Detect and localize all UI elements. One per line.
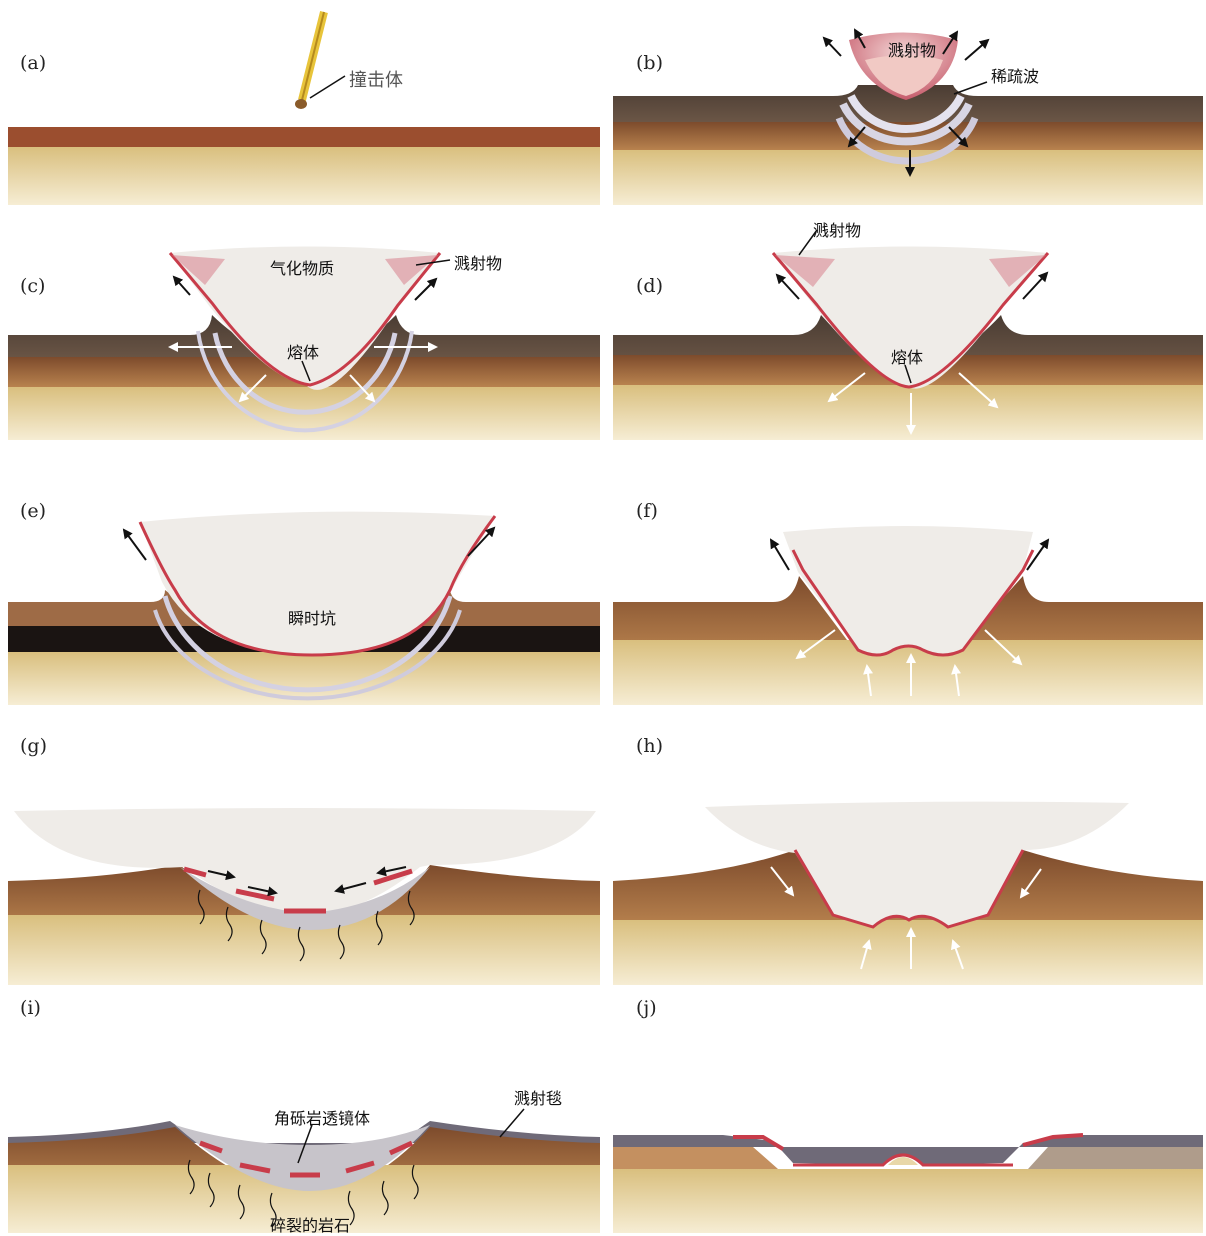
panel-c-diagram bbox=[0, 215, 603, 440]
panel-e-diagram bbox=[0, 450, 603, 705]
ejecta-note-d: 溅射物 bbox=[813, 217, 861, 241]
panel-c: (c) 气化物质 溅射物 熔体 bbox=[0, 215, 603, 440]
melt-note-c: 熔体 bbox=[287, 339, 319, 363]
panel-d-diagram bbox=[603, 215, 1206, 440]
panel-j: (j) bbox=[603, 985, 1206, 1233]
transient-crater-note: 瞬时坑 bbox=[288, 605, 336, 629]
melt-note-d: 熔体 bbox=[891, 344, 923, 368]
vapor-note: 气化物质 bbox=[270, 255, 334, 279]
panel-j-diagram bbox=[603, 985, 1206, 1233]
impactor-note: 撞击体 bbox=[349, 66, 403, 92]
panel-f-diagram bbox=[603, 450, 1206, 705]
fractured-rock-note: 碎裂的岩石 bbox=[270, 1212, 350, 1236]
panel-a-diagram bbox=[0, 0, 603, 205]
panel-g: (g) bbox=[0, 715, 603, 985]
impactor-leader-line bbox=[310, 76, 345, 98]
ejecta-note-b: 溅射物 bbox=[888, 37, 936, 61]
panel-b-diagram bbox=[603, 0, 1206, 205]
panel-a: (a) 撞击体 bbox=[0, 0, 603, 205]
panel-h-diagram bbox=[603, 715, 1206, 985]
panel-d: (d) 溅射物 熔体 bbox=[603, 215, 1206, 440]
panel-i: (i) 角砾岩透镜体 溅射毯 碎裂的岩石 bbox=[0, 985, 603, 1233]
rarefaction-leader-line bbox=[954, 82, 987, 94]
panel-f: (f) bbox=[603, 450, 1206, 705]
ejecta-note-c: 溅射物 bbox=[454, 250, 502, 274]
panel-g-diagram bbox=[0, 715, 603, 985]
panel-h: (h) bbox=[603, 715, 1206, 985]
panel-e: (e) 瞬时坑 bbox=[0, 450, 603, 705]
panel-b: (b) 溅射物 稀疏波 bbox=[603, 0, 1206, 205]
rarefaction-note: 稀疏波 bbox=[991, 63, 1039, 87]
breccia-lens-note: 角砾岩透镜体 bbox=[274, 1105, 370, 1129]
ejecta-blanket-note: 溅射毯 bbox=[514, 1085, 562, 1109]
